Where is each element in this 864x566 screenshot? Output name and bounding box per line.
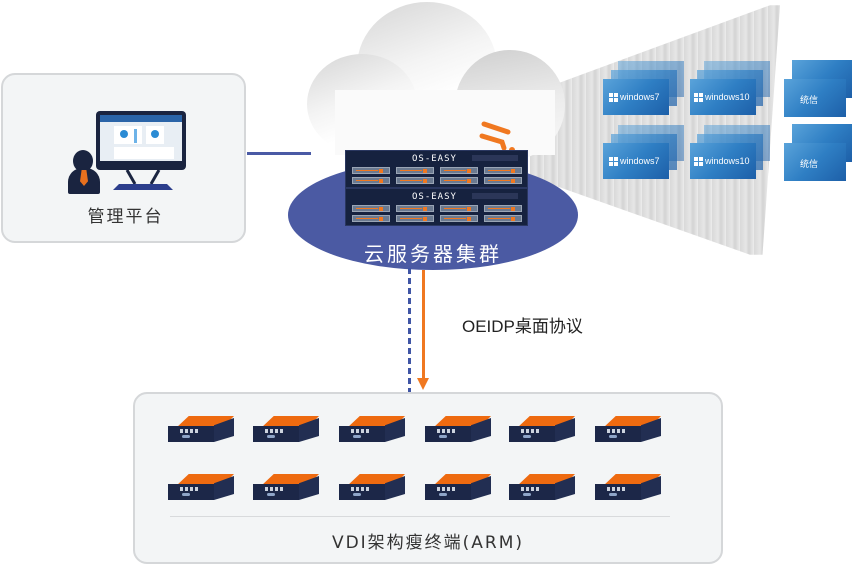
cloud-icon <box>305 0 575 200</box>
windows7-logo-icon <box>609 92 618 102</box>
monitor-stand-icon <box>113 170 173 190</box>
thin-client-icon <box>168 416 234 444</box>
thin-client-icon <box>253 416 319 444</box>
thin-client-icon <box>595 474 661 502</box>
windows10-logo-icon <box>694 156 703 166</box>
thin-client-icon <box>509 416 575 444</box>
connection-line <box>247 152 311 155</box>
protocol-label: OEIDP桌面协议 <box>462 317 583 336</box>
thin-client-icon <box>168 474 234 502</box>
vm-card-uos: 统信 <box>784 79 846 117</box>
thin-client-icon <box>509 474 575 502</box>
vm-card-windows10: windows10 <box>690 79 756 115</box>
protocol-arrow-line <box>422 270 425 380</box>
server-2: OS-EASY <box>345 188 528 226</box>
thin-client-icon <box>595 416 661 444</box>
person-head-icon <box>73 150 93 172</box>
cluster-label: 云服务器集群 <box>364 242 502 266</box>
thin-client-label: VDI架构瘦终端(ARM) <box>331 533 525 553</box>
windows7-logo-icon <box>609 156 618 166</box>
server-1: OS-EASY <box>345 150 528 188</box>
vm-card-windows10: windows10 <box>690 143 756 179</box>
vm-card-windows7: windows7 <box>603 143 669 179</box>
dashboard-screenshot <box>100 115 182 161</box>
thin-client-icon <box>253 474 319 502</box>
thin-client-icon <box>425 474 491 502</box>
management-platform-label: 管理平台 <box>87 207 164 227</box>
arrow-down-icon <box>417 378 429 390</box>
vm-card-uos: 统信 <box>784 143 846 181</box>
server-brand: OS-EASY <box>412 192 457 202</box>
os-easy-logo-icon <box>479 121 515 153</box>
thin-client-icon <box>339 474 405 502</box>
divider <box>170 516 670 517</box>
thin-client-icon <box>425 416 491 444</box>
management-platform-panel: 管理平台 <box>1 73 246 243</box>
server-brand: OS-EASY <box>412 154 457 164</box>
monitor-icon <box>96 111 186 170</box>
windows10-logo-icon <box>694 92 703 102</box>
vm-card-windows7: windows7 <box>603 79 669 115</box>
dashed-connector <box>408 268 411 392</box>
tie-icon <box>80 170 88 186</box>
thin-client-icon <box>339 416 405 444</box>
